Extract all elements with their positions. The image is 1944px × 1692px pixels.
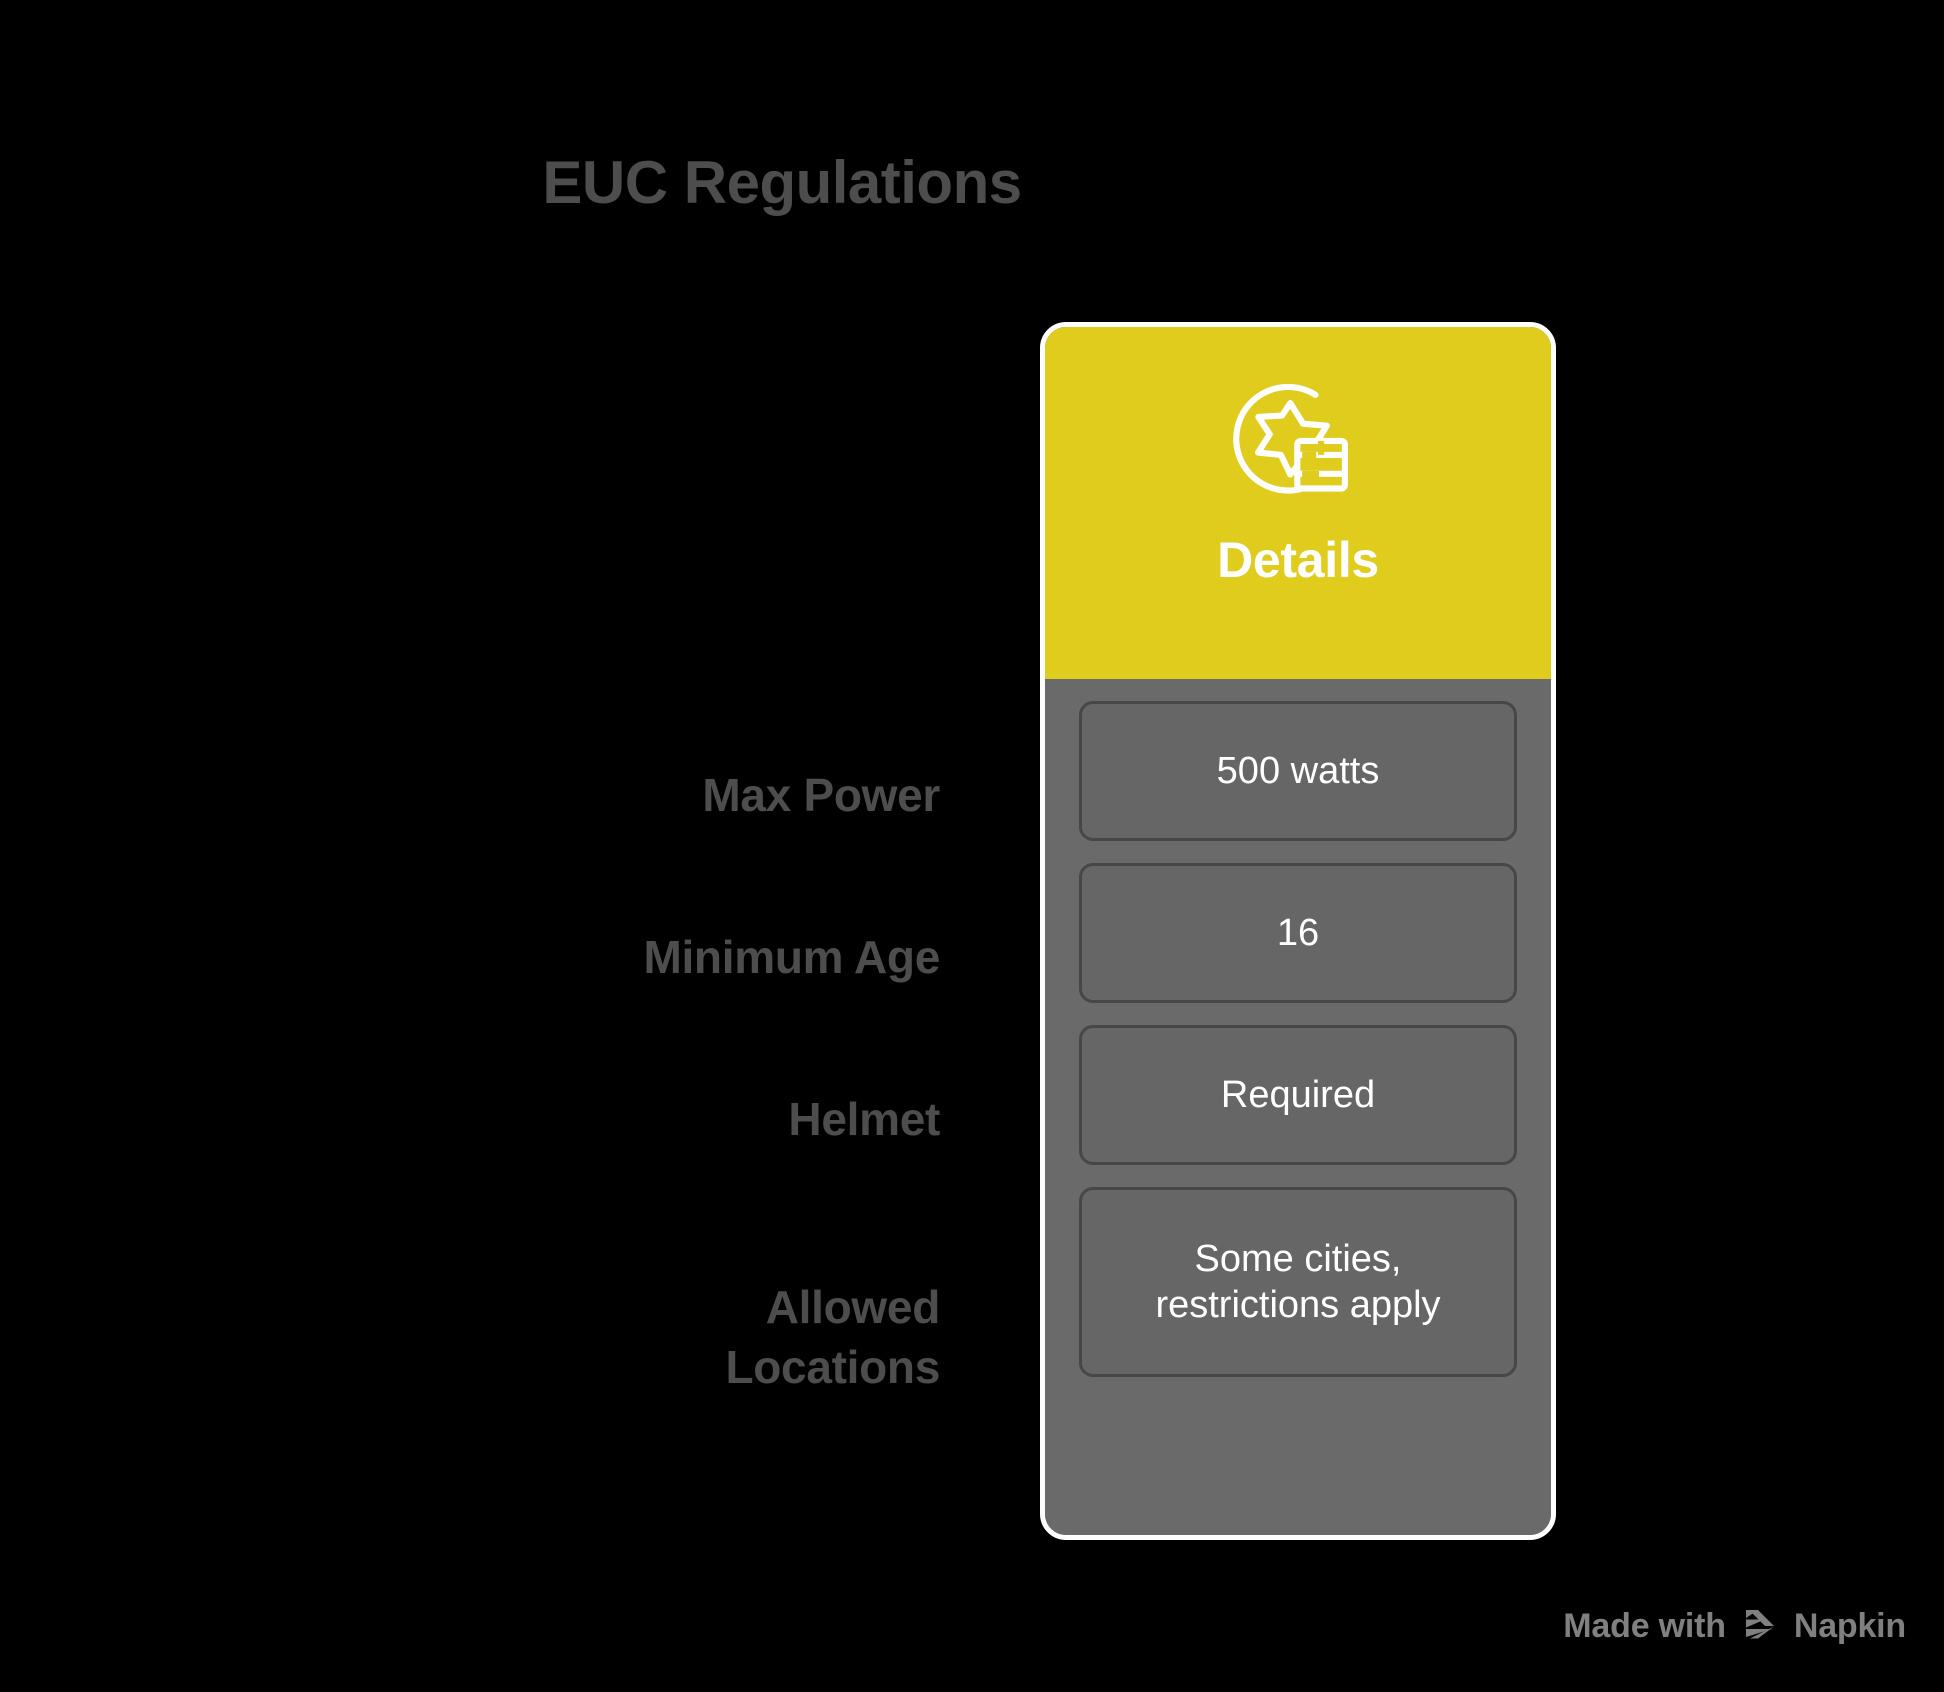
details-card-header: Details (1045, 327, 1551, 679)
row-label-text: Max Power (702, 769, 940, 821)
page-title: EUC Regulations (0, 150, 1944, 216)
made-with-label: Made with (1563, 1606, 1726, 1645)
value-cell-max-power[interactable]: 500 watts (1079, 701, 1517, 841)
value-cell-text: 16 (1276, 911, 1320, 954)
row-label-text: Minimum Age (643, 931, 940, 983)
napkin-logo-icon (1745, 1610, 1774, 1639)
napkin-watermark: Made with Napkin (1563, 1606, 1906, 1646)
value-cell-text: Some cities,restrictions apply (1155, 1237, 1441, 1326)
brand-label: Napkin (1793, 1606, 1906, 1645)
details-card-header-label: Details (1217, 532, 1379, 588)
details-card-body: 500 watts 16 Required Some cities,restri… (1045, 679, 1551, 1535)
row-label-minimum-age: Minimum Age (180, 928, 940, 988)
details-card[interactable]: Details 500 watts 16 Required Some citie… (1040, 322, 1556, 1540)
row-label-helmet: Helmet (180, 1090, 940, 1150)
value-cell-minimum-age[interactable]: 16 (1079, 863, 1517, 1003)
value-cell-allowed-locations[interactable]: Some cities,restrictions apply (1079, 1187, 1517, 1377)
value-cell-helmet[interactable]: Required (1079, 1025, 1517, 1165)
value-cell-text: 500 watts (1216, 749, 1380, 792)
row-label-text: Helmet (788, 1093, 940, 1145)
page-title-text: EUC Regulations (542, 149, 1022, 216)
row-label-max-power: Max Power (180, 766, 940, 826)
star-badge-card-icon (1233, 383, 1348, 494)
value-cell-text: Required (1220, 1073, 1376, 1116)
